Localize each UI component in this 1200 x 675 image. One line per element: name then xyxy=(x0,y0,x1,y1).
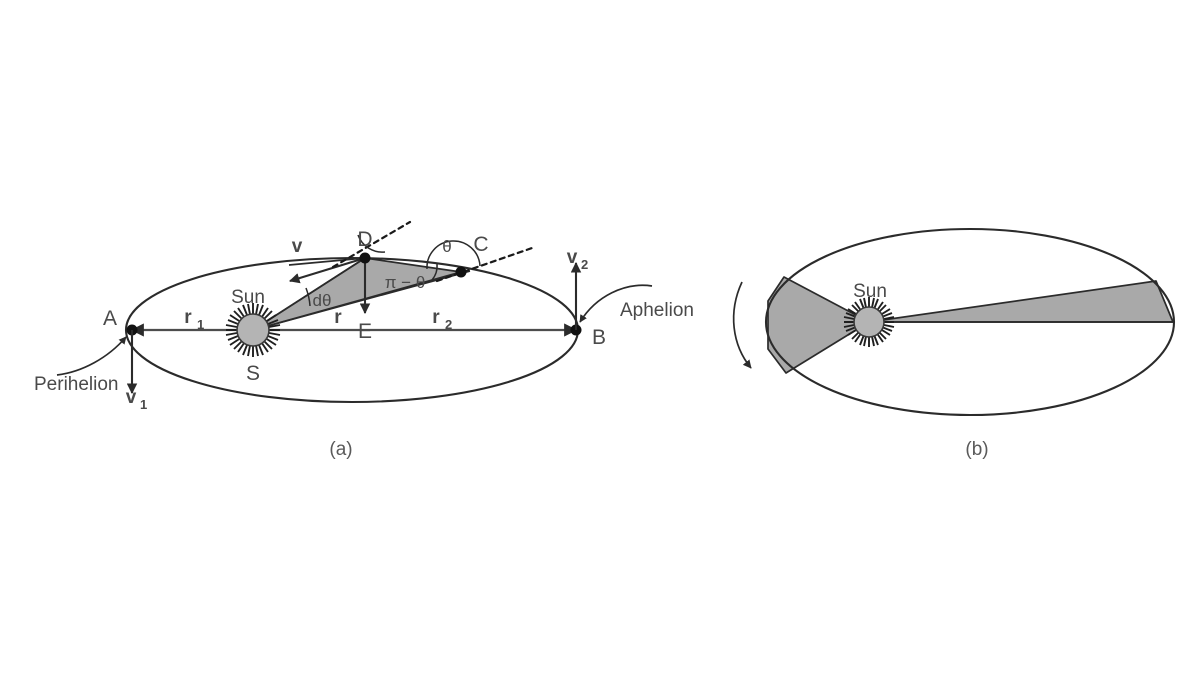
label-v: v xyxy=(292,236,303,257)
tangent-dotted-at-d xyxy=(331,220,412,269)
velocity-tangent-helper xyxy=(288,257,366,266)
swept-area-sector-left-b xyxy=(767,276,870,374)
label-r1-base: r xyxy=(184,307,192,328)
label-point-e: E xyxy=(358,320,372,343)
sun-icon-panel-b xyxy=(843,297,895,347)
label-point-d: D xyxy=(357,228,372,251)
label-sun-b: Sun xyxy=(853,281,887,302)
line-s-to-c xyxy=(252,270,471,331)
sun-icon-panel-a xyxy=(225,303,281,357)
perihelion-leader xyxy=(56,336,127,376)
orbit-direction-arrow xyxy=(732,281,752,369)
label-v1-base: v xyxy=(126,387,137,408)
label-theta: θ xyxy=(442,237,451,256)
label-v1-sub: 1 xyxy=(140,397,147,412)
label-pi-minus-theta: π − θ xyxy=(385,273,426,292)
angle-arc-pi-minus-theta xyxy=(431,263,438,281)
point-d-dot xyxy=(359,252,371,264)
angle-arc-at-d xyxy=(357,234,386,253)
label-v2-sub: 2 xyxy=(581,257,588,272)
panel-a-group: A B C D E S Sun Perihelion Aphelion r 1 … xyxy=(34,220,694,460)
label-point-a: A xyxy=(103,307,117,330)
caption-panel-a: (a) xyxy=(329,439,352,460)
tangent-dotted-at-c xyxy=(435,245,537,283)
label-d-theta: dθ xyxy=(313,291,332,310)
label-perihelion: Perihelion xyxy=(34,374,119,395)
label-r2-base: r xyxy=(432,307,440,328)
label-r1: r 1 xyxy=(184,307,204,332)
label-point-b: B xyxy=(592,326,606,349)
caption-panel-b: (b) xyxy=(965,439,988,460)
panel-b-group: Sun (b) xyxy=(732,227,1176,460)
label-v2: v 2 xyxy=(567,247,589,272)
label-v2-base: v xyxy=(567,247,578,268)
aphelion-leader xyxy=(579,284,653,323)
label-v1: v 1 xyxy=(126,387,148,412)
point-c-dot xyxy=(455,266,467,278)
label-point-c: C xyxy=(473,233,488,256)
label-aphelion: Aphelion xyxy=(620,300,694,321)
angle-arc-dtheta xyxy=(305,287,311,307)
label-point-s: S xyxy=(246,362,260,385)
velocity-vector-v xyxy=(288,256,366,284)
label-r: r xyxy=(334,307,342,328)
label-sun-a: Sun xyxy=(231,287,265,308)
orbit-ellipse-b xyxy=(764,227,1176,417)
angle-arc-theta-at-c xyxy=(426,240,481,270)
label-r1-sub: 1 xyxy=(197,317,204,332)
label-r2-sub: 2 xyxy=(445,317,452,332)
label-r2: r 2 xyxy=(432,307,452,332)
swept-area-sector-right-b xyxy=(868,280,1174,323)
